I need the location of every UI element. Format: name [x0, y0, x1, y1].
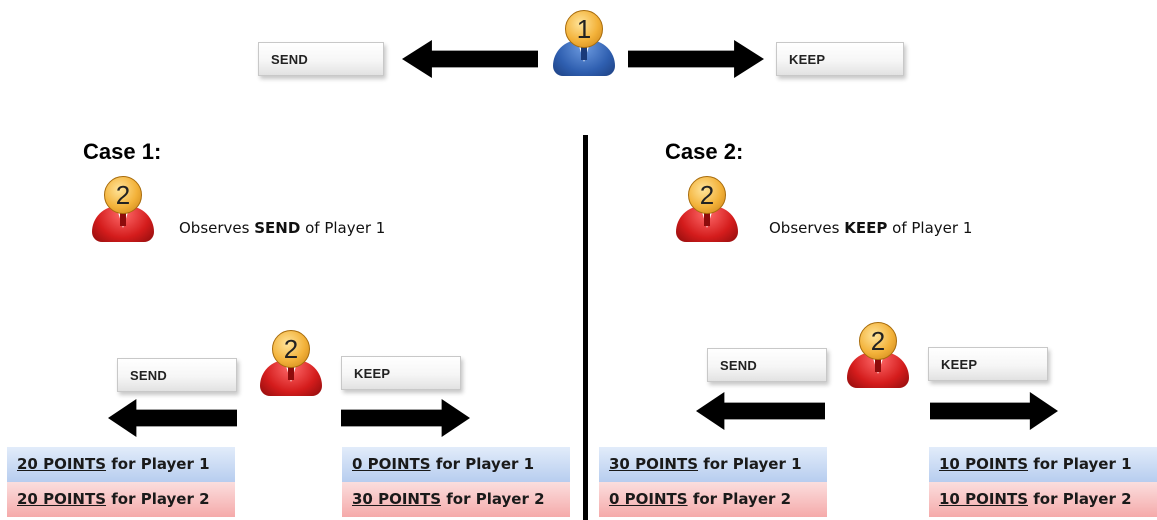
case1-keep-arrow-icon — [341, 399, 470, 437]
payoff-label: for Player 2 — [1033, 490, 1132, 508]
case1-observer-player-2-icon: 2 — [92, 176, 154, 242]
payoff-points: 10 POINTS — [939, 455, 1029, 473]
case1-observe-text: Observes SEND of Player 1 — [179, 219, 385, 237]
payoff-row-player-2: 0 POINTS for Player 2 — [599, 482, 827, 517]
case2-send-payoff: 30 POINTS for Player 1 0 POINTS for Play… — [599, 447, 827, 517]
case2-title: Case 2: — [665, 139, 744, 164]
player-1-icon: 1 — [553, 10, 615, 76]
case2-decider-number: 2 — [859, 322, 897, 360]
observe-suffix: of Player 1 — [892, 219, 973, 237]
case1-observer-number: 2 — [104, 176, 142, 214]
payoff-row-player-2: 30 POINTS for Player 2 — [342, 482, 570, 517]
payoff-points: 20 POINTS — [17, 490, 107, 508]
top-keep-option: KEEP — [776, 42, 904, 76]
payoff-label: for Player 1 — [435, 455, 535, 473]
case1-send-payoff: 20 POINTS for Player 1 20 POINTS for Pla… — [7, 447, 235, 517]
payoff-row-player-1: 20 POINTS for Player 1 — [7, 447, 235, 482]
payoff-row-player-1: 30 POINTS for Player 1 — [599, 447, 827, 482]
payoff-row-player-1: 10 POINTS for Player 1 — [929, 447, 1157, 482]
case2-keep-option: KEEP — [928, 347, 1048, 381]
case2-observer-number: 2 — [688, 176, 726, 214]
top-keep-arrow-icon — [628, 40, 764, 78]
payoff-row-player-2: 10 POINTS for Player 2 — [929, 482, 1157, 517]
case2-decider-player-2-icon: 2 — [847, 322, 909, 388]
observe-suffix: of Player 1 — [305, 219, 386, 237]
observe-action: SEND — [254, 219, 301, 237]
case2-send-arrow-icon — [696, 392, 825, 430]
payoff-points: 10 POINTS — [939, 490, 1029, 508]
payoff-points: 20 POINTS — [17, 455, 107, 473]
top-send-option: SEND — [258, 42, 384, 76]
payoff-label: for Player 1 — [703, 455, 802, 473]
player-1-number: 1 — [565, 10, 603, 48]
payoff-label: for Player 2 — [111, 490, 210, 508]
case2-keep-arrow-icon — [930, 392, 1058, 430]
payoff-label: for Player 2 — [446, 490, 545, 508]
observe-prefix: Observes — [179, 219, 250, 237]
case1-keep-option: KEEP — [341, 356, 461, 390]
payoff-points: 0 POINTS — [609, 490, 688, 508]
case1-decider-number: 2 — [272, 330, 310, 368]
observe-prefix: Observes — [769, 219, 840, 237]
case1-decider-player-2-icon: 2 — [260, 330, 322, 396]
case2-observe-text: Observes KEEP of Player 1 — [769, 219, 972, 237]
case2-keep-payoff: 10 POINTS for Player 1 10 POINTS for Pla… — [929, 447, 1157, 517]
case1-send-option: SEND — [117, 358, 237, 392]
observe-action: KEEP — [844, 219, 888, 237]
payoff-points: 30 POINTS — [352, 490, 442, 508]
payoff-label: for Player 2 — [692, 490, 792, 508]
payoff-points: 30 POINTS — [609, 455, 699, 473]
payoff-row-player-2: 20 POINTS for Player 2 — [7, 482, 235, 517]
payoff-row-player-1: 0 POINTS for Player 1 — [342, 447, 570, 482]
payoff-label: for Player 1 — [111, 455, 210, 473]
case1-keep-payoff: 0 POINTS for Player 1 30 POINTS for Play… — [342, 447, 570, 517]
case2-observer-player-2-icon: 2 — [676, 176, 738, 242]
top-send-arrow-icon — [402, 40, 538, 78]
case1-title: Case 1: — [83, 139, 162, 164]
case2-send-option: SEND — [707, 348, 827, 382]
case1-send-arrow-icon — [108, 399, 237, 437]
payoff-label: for Player 1 — [1033, 455, 1132, 473]
case-divider — [583, 135, 588, 520]
payoff-points: 0 POINTS — [352, 455, 431, 473]
